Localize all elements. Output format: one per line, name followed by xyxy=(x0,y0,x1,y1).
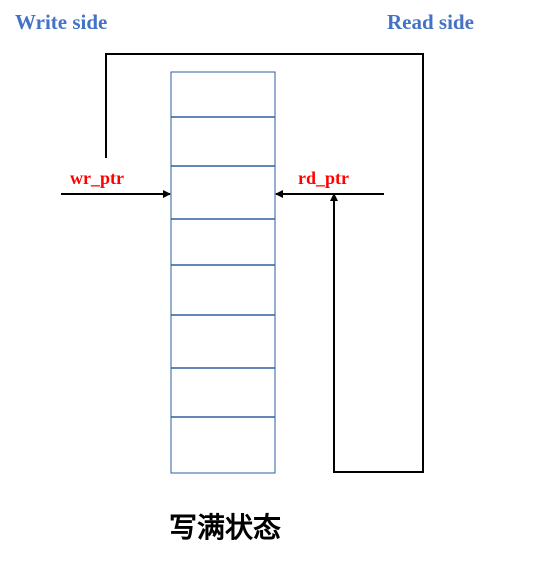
read-side-label: Read side xyxy=(387,10,474,34)
fifo-buffer xyxy=(170,71,276,474)
full-state-caption: 写满状态 xyxy=(168,511,281,544)
rd-ptr-label: rd_ptr xyxy=(298,168,349,188)
fifo-outline xyxy=(170,71,276,474)
wr-ptr-label: wr_ptr xyxy=(70,168,124,188)
feedback-path-arrow xyxy=(105,53,424,473)
write-side-label: Write side xyxy=(15,10,108,34)
